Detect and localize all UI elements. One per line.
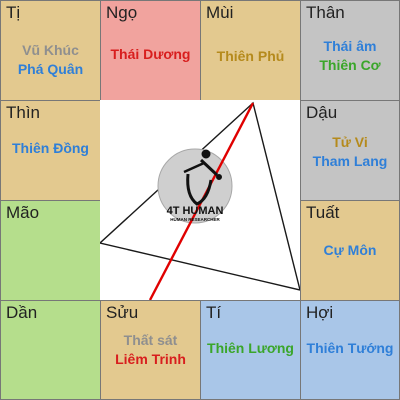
star-name: Thiên Lương	[207, 340, 294, 356]
logo-tagline: HUMAN RESEARCHER	[170, 217, 220, 222]
palace-thin: Thìn Thiên Đồng	[0, 100, 101, 201]
logo-figure-icon	[183, 149, 222, 206]
star-name: Thái âm	[323, 38, 377, 54]
branch-label: Ngọ	[106, 3, 138, 22]
branch-label: Tuất	[306, 203, 340, 222]
branch-label: Thìn	[6, 103, 41, 122]
branch-label: Thân	[306, 3, 345, 22]
palace-mao: Mão	[0, 200, 101, 301]
star-name: Thiên Đồng	[12, 140, 89, 156]
branch-label: Tị	[6, 3, 21, 22]
palace-mui: Mùi Thiên Phủ	[200, 0, 301, 101]
logo-wordmark: 4T HUMAN	[167, 205, 224, 217]
palace-suu: Sửu Thất sát Liêm Trinh	[100, 300, 201, 400]
star-name: Liêm Trinh	[115, 351, 186, 367]
palace-tuat: Tuất Cự Môn	[300, 200, 400, 301]
star-name: Thiên Cơ	[319, 57, 381, 73]
palace-hoi: Hợi Thiên Tướng	[300, 300, 400, 400]
star-name: Vũ Khúc	[22, 42, 79, 58]
branch-label: Dần	[6, 303, 38, 322]
star-name: Thiên Tướng	[306, 340, 394, 356]
star-name: Tử Vi	[332, 134, 368, 150]
branch-label: Tí	[206, 303, 222, 322]
star-name: Thái Dương	[110, 46, 191, 62]
palace-ngo: Ngọ Thái Dương	[100, 0, 201, 101]
star-name: Phá Quân	[17, 61, 84, 77]
logo-circle	[157, 148, 233, 224]
palace-than: Thân Thái âm Thiên Cơ	[300, 0, 400, 101]
branch-label: Dậu	[306, 103, 338, 122]
center-diagram: 4T HUMAN HUMAN RESEARCHER	[98, 100, 301, 301]
branch-label: Mão	[6, 203, 40, 222]
star-name: Thất sát	[123, 332, 178, 348]
star-name: Tham Lang	[312, 153, 388, 169]
star-name: Cự Môn	[323, 242, 377, 258]
palace-ti: Tị Vũ Khúc Phá Quân	[0, 0, 101, 101]
palace-ti-rat: Tí Thiên Lương	[200, 300, 301, 400]
branch-label: Hợi	[306, 303, 334, 322]
branch-label: Sửu	[106, 303, 139, 322]
palace-dau: Dậu Tử Vi Tham Lang	[300, 100, 400, 201]
center-panel: 4T HUMAN HUMAN RESEARCHER	[98, 100, 301, 301]
palace-dan: Dần	[0, 300, 101, 400]
branch-label: Mùi	[206, 3, 234, 22]
star-name: Thiên Phủ	[216, 48, 285, 64]
